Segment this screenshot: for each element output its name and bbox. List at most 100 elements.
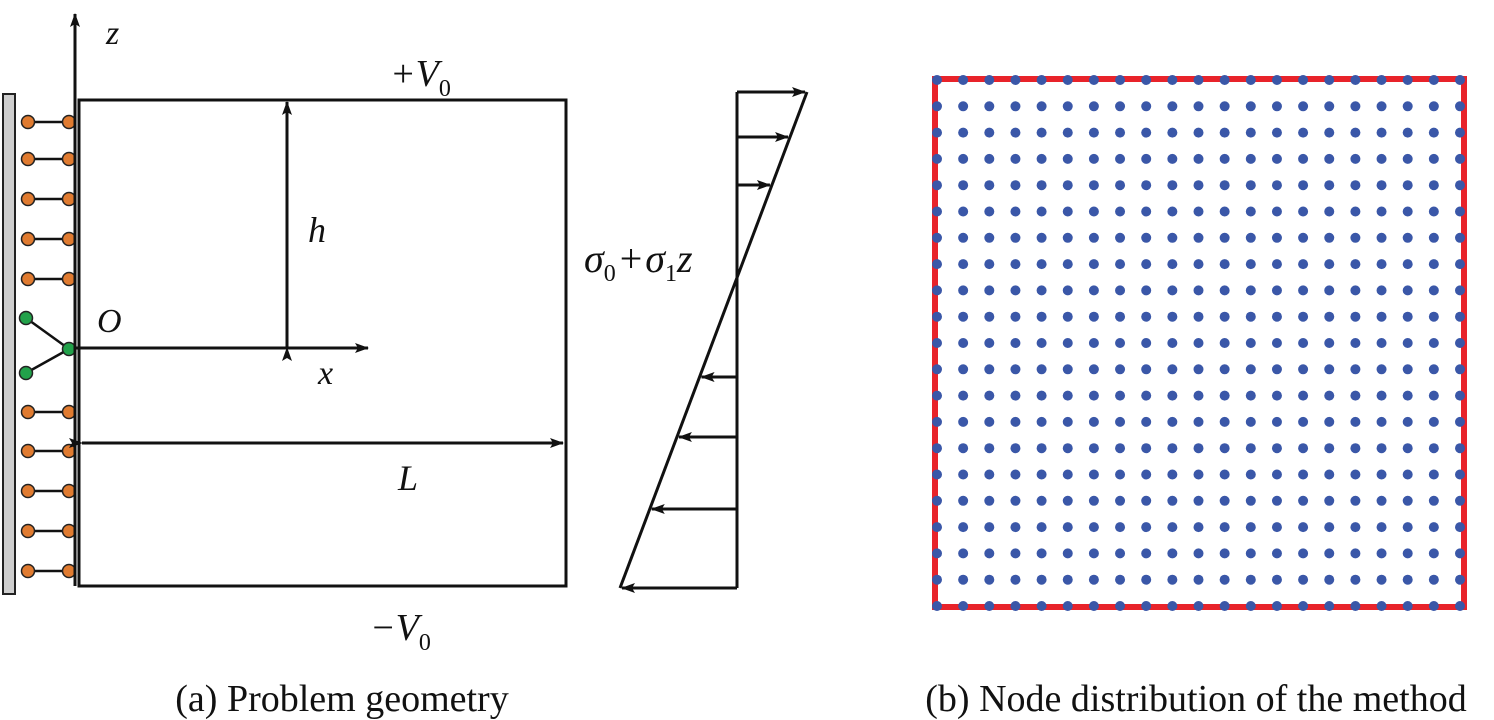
node-point bbox=[932, 522, 942, 533]
roller-node-left bbox=[20, 114, 36, 130]
node-point bbox=[1324, 311, 1335, 322]
node-point bbox=[1428, 232, 1439, 243]
node-point bbox=[1402, 469, 1413, 480]
node-point bbox=[1402, 390, 1413, 401]
node-point bbox=[984, 206, 995, 217]
node-point bbox=[1167, 443, 1178, 454]
node-point bbox=[1036, 75, 1047, 85]
node-point bbox=[1088, 338, 1099, 348]
node-point bbox=[1271, 206, 1282, 217]
node-point bbox=[1428, 443, 1439, 454]
node-point bbox=[1193, 522, 1204, 533]
node-point bbox=[1428, 285, 1439, 296]
node-point bbox=[958, 232, 969, 243]
node-point bbox=[1088, 390, 1099, 401]
node-point bbox=[1115, 495, 1126, 506]
node-point bbox=[1193, 153, 1204, 164]
node-point bbox=[1402, 75, 1413, 85]
node-point bbox=[1141, 495, 1152, 506]
node-point bbox=[1324, 548, 1335, 559]
node-point bbox=[1298, 364, 1309, 375]
roller-node-left bbox=[20, 191, 36, 207]
node-point bbox=[1062, 390, 1073, 401]
node-grid bbox=[932, 75, 1465, 611]
node-point bbox=[1115, 548, 1126, 559]
node-point bbox=[1402, 522, 1413, 533]
node-point bbox=[1376, 206, 1387, 217]
roller-node-left bbox=[20, 231, 36, 247]
node-point bbox=[1350, 127, 1361, 138]
node-point bbox=[1376, 390, 1387, 401]
node-point bbox=[1193, 416, 1204, 427]
node-point bbox=[1115, 101, 1126, 112]
node-point bbox=[1062, 338, 1073, 348]
node-point bbox=[932, 206, 942, 217]
node-point bbox=[1428, 469, 1439, 480]
caption-b: (b) Node distribution of the method bbox=[925, 678, 1466, 720]
node-point bbox=[1376, 601, 1387, 611]
node-point bbox=[1010, 232, 1021, 243]
pin-node bbox=[18, 365, 34, 381]
node-point bbox=[958, 522, 969, 533]
pin-link-lower bbox=[25, 347, 70, 375]
node-point bbox=[1219, 206, 1230, 217]
node-point bbox=[1402, 206, 1413, 217]
node-point bbox=[1376, 75, 1387, 85]
node-point bbox=[932, 75, 942, 85]
node-point bbox=[1245, 416, 1256, 427]
node-point bbox=[1402, 311, 1413, 322]
node-point bbox=[1219, 390, 1230, 401]
node-point bbox=[1010, 495, 1021, 506]
node-point bbox=[932, 416, 942, 427]
node-point bbox=[1219, 495, 1230, 506]
node-point bbox=[1271, 495, 1282, 506]
node-point bbox=[1245, 311, 1256, 322]
node-point bbox=[1193, 601, 1204, 611]
node-point bbox=[1245, 101, 1256, 112]
node-point bbox=[1350, 522, 1361, 533]
node-point bbox=[1298, 601, 1309, 611]
node-point bbox=[1298, 416, 1309, 427]
node-point bbox=[1193, 259, 1204, 270]
node-point bbox=[1115, 232, 1126, 243]
node-point bbox=[1402, 232, 1413, 243]
bottom-potential-symbol: −V bbox=[370, 607, 423, 649]
node-point bbox=[1376, 495, 1387, 506]
node-point bbox=[1036, 390, 1047, 401]
node-point bbox=[1115, 75, 1126, 85]
node-point bbox=[1062, 469, 1073, 480]
node-point bbox=[1402, 338, 1413, 348]
node-point bbox=[958, 364, 969, 375]
node-point bbox=[984, 127, 995, 138]
node-point bbox=[1141, 364, 1152, 375]
node-point bbox=[1219, 311, 1230, 322]
node-point bbox=[1245, 180, 1256, 191]
panel-b-node-distribution bbox=[932, 75, 1467, 611]
node-point bbox=[1193, 574, 1204, 585]
node-point bbox=[932, 285, 942, 296]
node-point bbox=[1350, 443, 1361, 454]
node-point bbox=[1298, 206, 1309, 217]
node-point bbox=[932, 127, 942, 138]
node-point bbox=[1193, 127, 1204, 138]
node-point bbox=[1062, 180, 1073, 191]
node-point bbox=[1115, 416, 1126, 427]
node-point bbox=[1245, 338, 1256, 348]
node-point bbox=[1455, 416, 1465, 427]
node-point bbox=[1324, 416, 1335, 427]
x-axis-label: x bbox=[317, 355, 333, 392]
node-point bbox=[1245, 574, 1256, 585]
sigma1-subscript: 1 bbox=[665, 261, 677, 287]
node-point bbox=[1036, 259, 1047, 270]
node-point bbox=[1141, 75, 1152, 85]
node-point bbox=[984, 259, 995, 270]
node-point bbox=[1010, 364, 1021, 375]
node-point bbox=[1428, 127, 1439, 138]
node-point bbox=[1402, 495, 1413, 506]
node-point bbox=[1245, 75, 1256, 85]
node-point bbox=[1402, 259, 1413, 270]
node-point bbox=[1271, 180, 1282, 191]
node-point bbox=[1036, 285, 1047, 296]
node-point bbox=[1271, 443, 1282, 454]
